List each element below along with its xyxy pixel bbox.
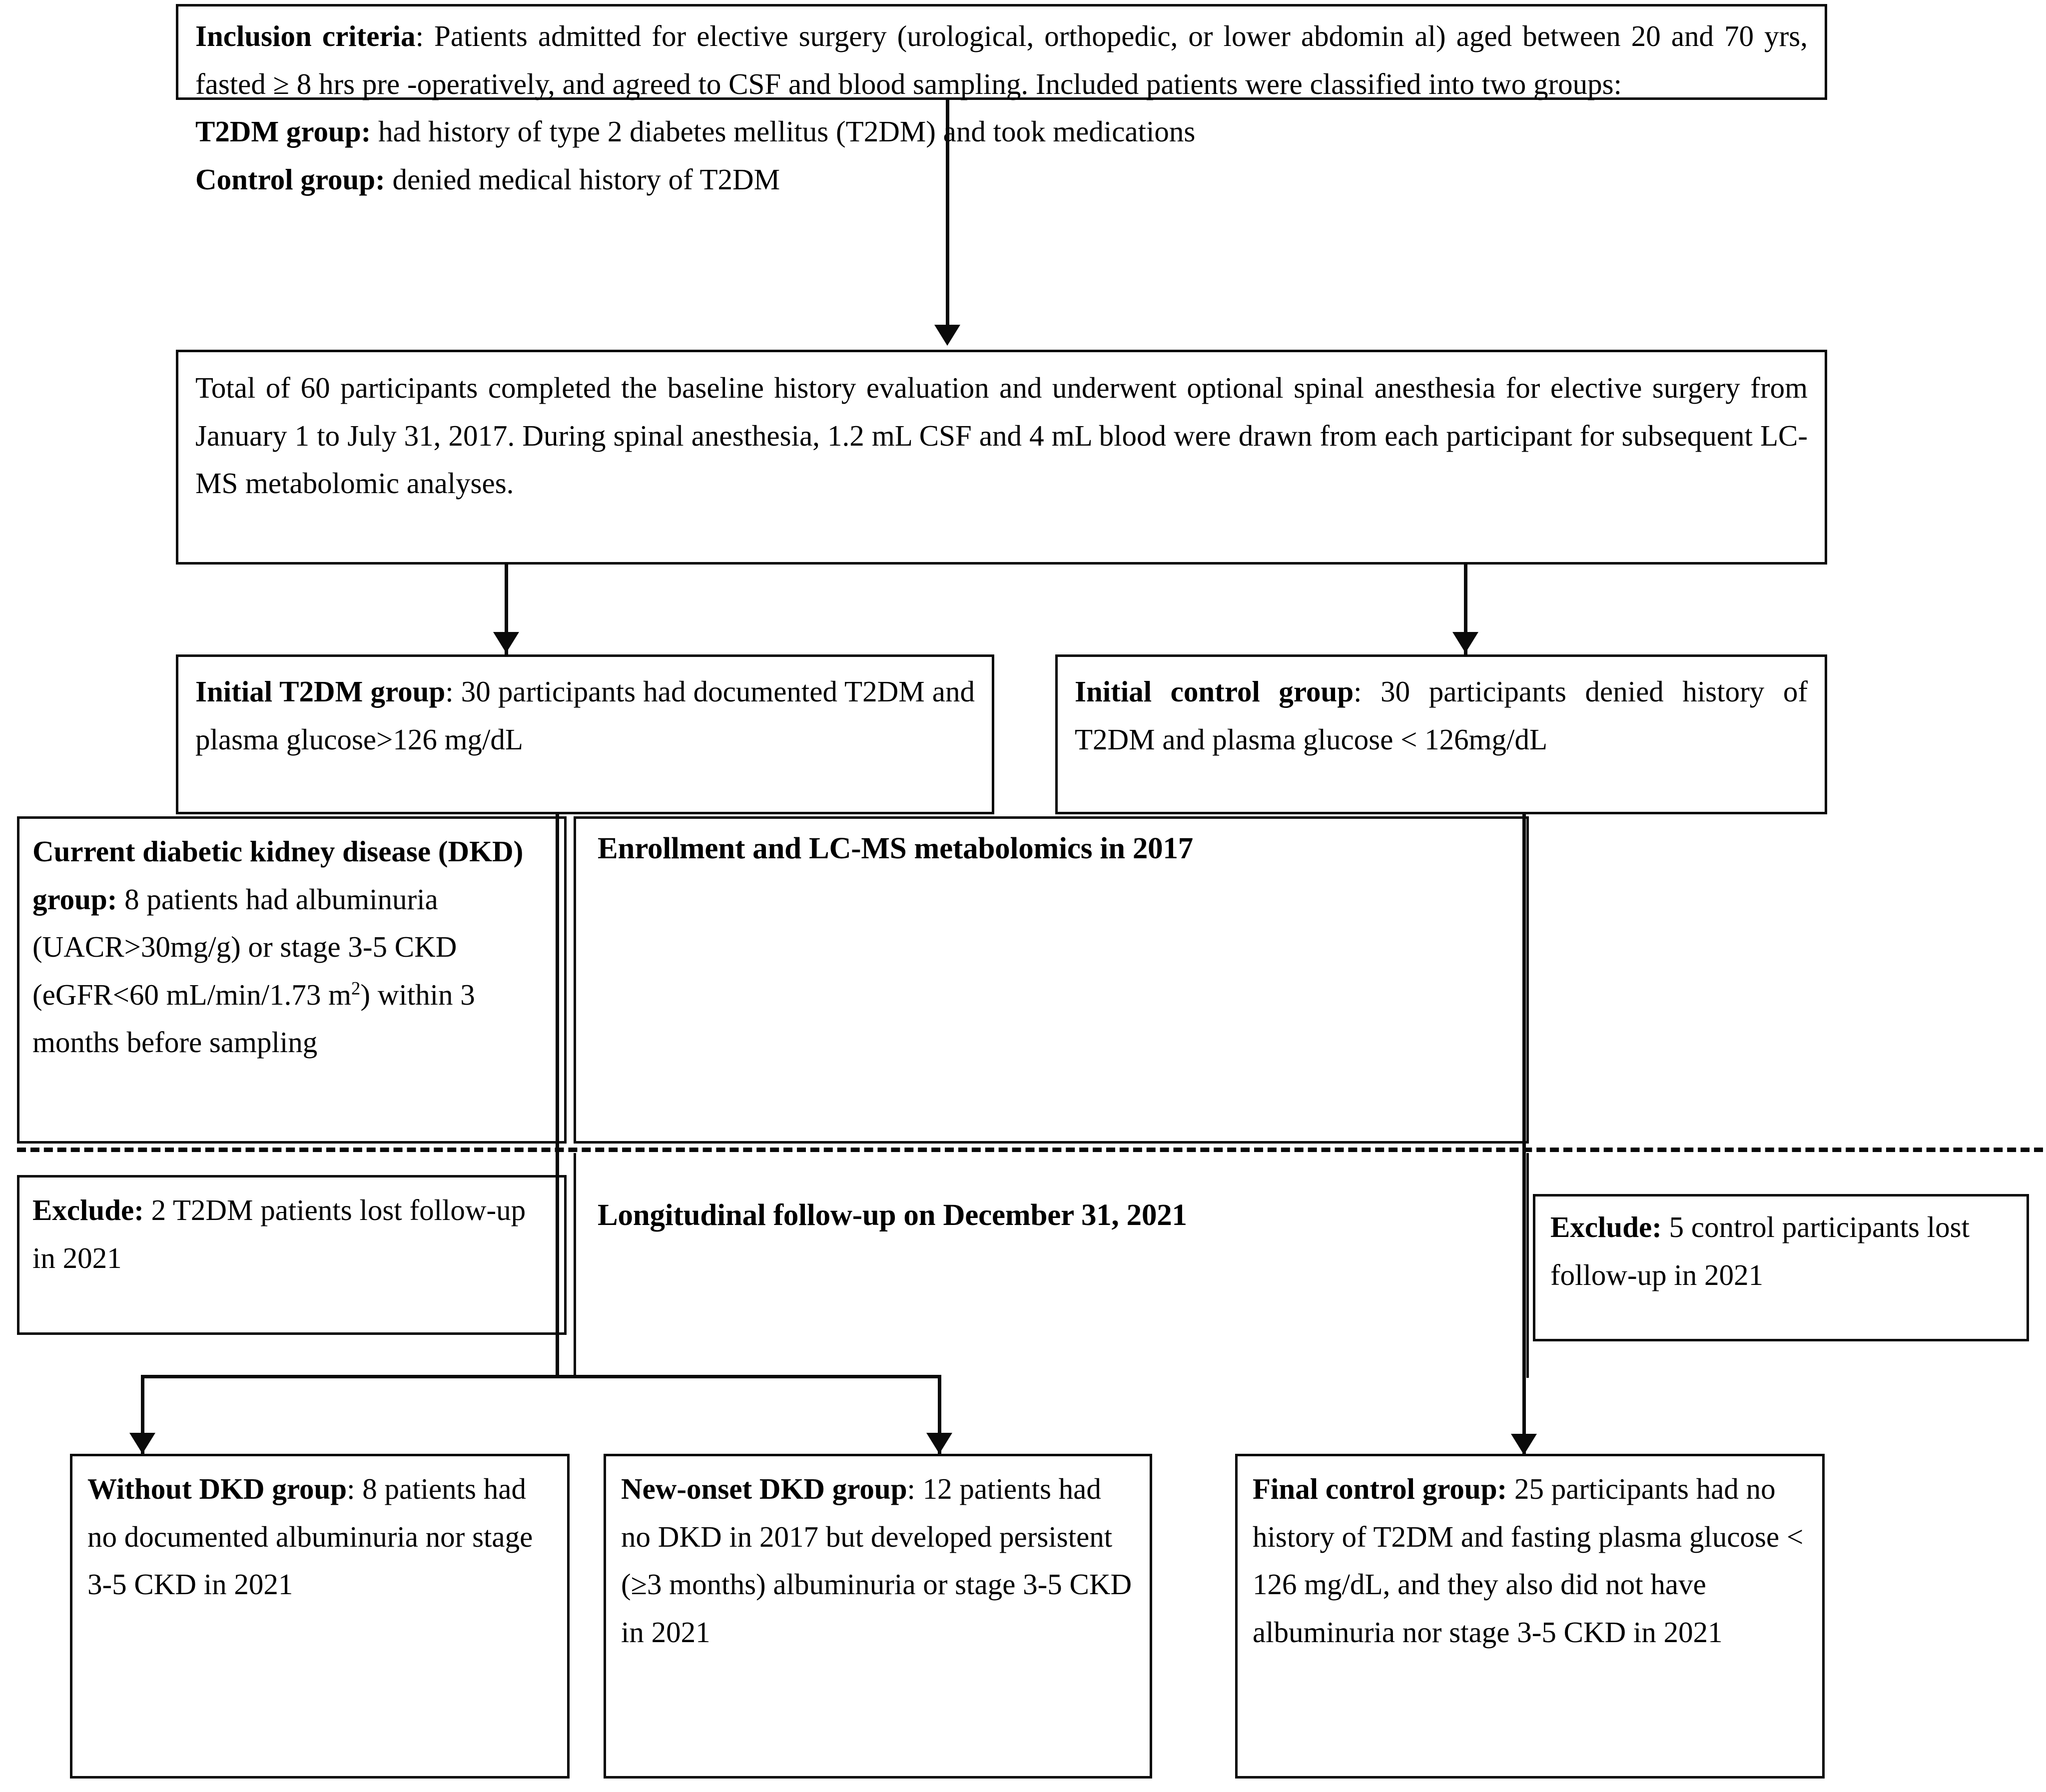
without-dkd-text: : 8 patients had no documented albuminur…: [87, 1472, 533, 1601]
exclude-control-text: 5 control participants lost follow-up in…: [1550, 1210, 1970, 1291]
connector-to-without-dkd: [141, 1375, 144, 1457]
connector-t2dm-stream-vertical: [556, 814, 559, 1378]
inclusion-t2dm-text: had history of type 2 diabetes mellitus …: [371, 115, 1196, 148]
exclude-t2dm-text: 2 T2DM patients lost follow-up in 2021: [32, 1194, 526, 1274]
inclusion-label: Inclusion criteria: [195, 19, 416, 52]
arrowhead-to-final-control: [1511, 1434, 1537, 1455]
without-dkd-label: Without DKD group: [87, 1472, 347, 1505]
panel-enrollment-2017: [574, 816, 1529, 1144]
exclude-t2dm-label: Exclude:: [32, 1194, 144, 1226]
new-onset-dkd-text: : 12 patients had no DKD in 2017 but dev…: [621, 1472, 1132, 1649]
inclusion-control-line: Control group: denied medical history of…: [195, 156, 1808, 204]
initial-t2dm-label: Initial T2DM group: [195, 675, 446, 708]
inclusion-control-label: Control group:: [195, 162, 385, 196]
total-participants-text: Total of 60 participants completed the b…: [195, 371, 1808, 500]
arrowhead-total-to-initial-t2dm: [493, 632, 519, 653]
inclusion-text: : Patients admitted for elective surgery…: [195, 19, 1808, 100]
final-control-text: 25 participants had no history of T2DM a…: [1253, 1472, 1804, 1649]
arrowhead-inclusion-to-total: [934, 325, 960, 346]
panel-followup-2021: [574, 1153, 1529, 1378]
box-inclusion-criteria: Inclusion criteria: Patients admitted fo…: [176, 4, 1827, 196]
current-dkd-label: Current diabetic kidney disease (DKD) gr…: [32, 835, 524, 916]
box-without-dkd-group: Without DKD group: 8 patients had no doc…: [70, 1454, 570, 1779]
box-current-dkd-group: Current diabetic kidney disease (DKD) gr…: [17, 816, 567, 1144]
label-enrollment-phase: Enrollment and LC-MS metabolomics in 201…: [598, 832, 1194, 865]
inclusion-t2dm-line: T2DM group: had history of type 2 diabet…: [195, 108, 1808, 156]
arrowhead-to-new-onset-dkd: [926, 1433, 952, 1454]
box-final-control-group: Final control group: 25 participants had…: [1235, 1454, 1825, 1779]
initial-control-label: Initial control group: [1075, 675, 1354, 708]
box-initial-control-group: Initial control group: 30 participants d…: [1055, 654, 1827, 814]
box-exclude-t2dm: Exclude: 2 T2DM patients lost follow-up …: [17, 1175, 567, 1335]
final-control-label: Final control group:: [1253, 1472, 1507, 1505]
exclude-control-label: Exclude:: [1550, 1210, 1662, 1243]
arrowhead-total-to-initial-control: [1452, 632, 1478, 653]
inclusion-control-text: denied medical history of T2DM: [385, 162, 780, 196]
connector-t2dm-stream-split: [141, 1375, 941, 1378]
initial-control-text: : 30 participants denied history of T2DM…: [1075, 675, 1808, 756]
connector-total-down-left: [505, 565, 508, 659]
current-dkd-text-b: ) within 3 months before sampling: [32, 978, 475, 1059]
phase-divider-dashed: [17, 1148, 2043, 1152]
connector-to-new-onset-dkd: [938, 1375, 941, 1457]
box-exclude-control: Exclude: 5 control participants lost fol…: [1533, 1194, 2029, 1341]
initial-t2dm-text: : 30 participants had documented T2DM an…: [195, 675, 975, 756]
current-dkd-text-a: 8 patients had albuminuria (UACR>30mg/g)…: [32, 882, 457, 1011]
label-followup-phase: Longitudinal follow-up on December 31, 2…: [598, 1198, 1187, 1232]
inclusion-t2dm-label: T2DM group:: [195, 115, 371, 148]
box-new-onset-dkd-group: New-onset DKD group: 12 patients had no …: [604, 1454, 1152, 1779]
arrowhead-to-without-dkd: [129, 1433, 155, 1454]
box-total-participants: Total of 60 participants completed the b…: [176, 350, 1827, 565]
box-initial-t2dm-group: Initial T2DM group: 30 participants had …: [176, 654, 994, 814]
new-onset-dkd-label: New-onset DKD group: [621, 1472, 907, 1505]
connector-total-down-right: [1464, 565, 1467, 659]
current-dkd-superscript: 2: [351, 978, 361, 999]
inclusion-paragraph: Inclusion criteria: Patients admitted fo…: [195, 12, 1808, 108]
connector-control-stream-vertical: [1522, 814, 1526, 1459]
connector-inclusion-to-total: [946, 100, 949, 330]
